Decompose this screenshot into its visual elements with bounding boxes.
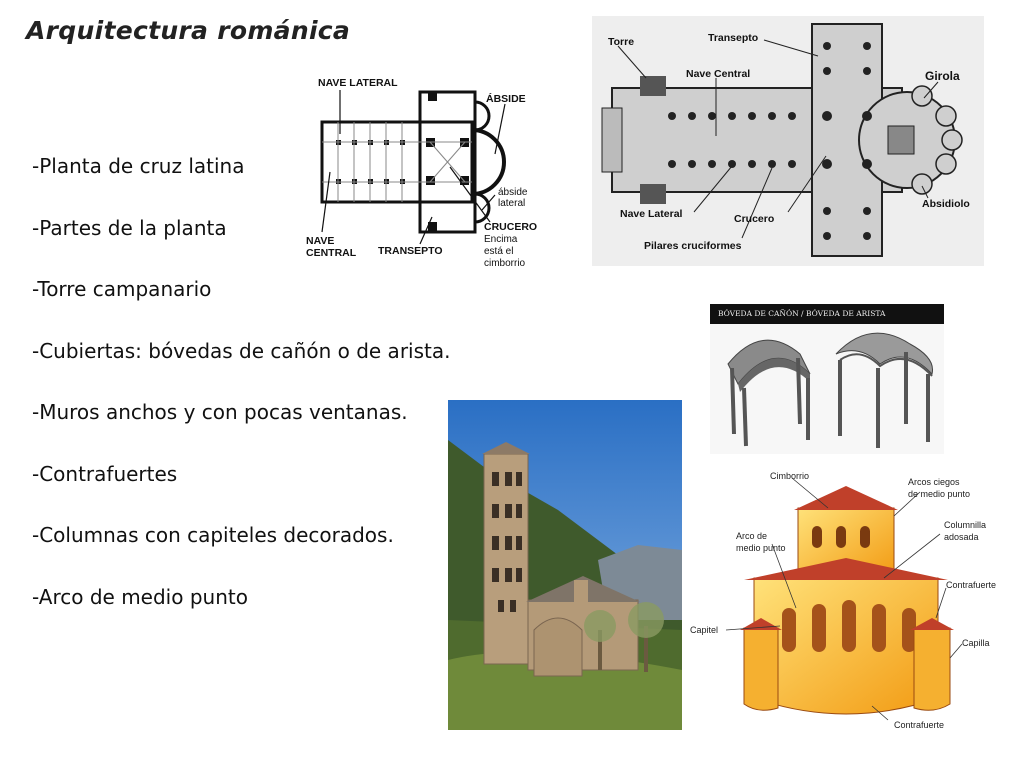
bullet-item: -Torre campanario [32, 277, 212, 301]
label-arco: Arco de [736, 531, 767, 541]
bullet-item: -Cubiertas: bóvedas de cañón o de arista… [32, 338, 451, 363]
label-arcos-ciegos: Arcos ciegos [908, 477, 960, 487]
label-contrafuerte-2: Contrafuerte [894, 720, 944, 730]
large-floor-plan: Torre Transepto Nave Central Girola Nave… [592, 16, 984, 266]
label-abside-lateral-2: lateral [498, 198, 525, 209]
vaults-header: BÓVEDA DE CAÑÓN / BÓVEDA DE ARISTA [710, 304, 944, 324]
label-girola: Girola [925, 69, 960, 83]
slide-title: Arquitectura románica [26, 16, 351, 45]
apse-illustration: Cimborrio Arcos ciegos de medio punto Ar… [690, 471, 996, 730]
label-nave-central: NAVE [306, 235, 334, 247]
label-nave-central: Nave Central [686, 68, 750, 80]
label-nave-central-2: CENTRAL [306, 247, 357, 259]
label-absidiolo: Absidiolo [922, 198, 970, 210]
label-abside: ÁBSIDE [486, 92, 526, 105]
label-transepto: TRANSEPTO [378, 245, 443, 257]
label-crucero-3: está el [484, 246, 513, 257]
label-contrafuerte: Contrafuerte [946, 580, 996, 590]
label-crucero-4: cimborrio [484, 258, 526, 269]
bullet-item: -Muros anchos y con pocas ventanas. [32, 400, 408, 424]
romanesque-church-photo [448, 400, 682, 730]
label-columnilla: Columnilla [944, 520, 986, 530]
label-capitel: Capitel [690, 625, 718, 635]
label-crucero: Crucero [734, 213, 774, 225]
bullet-item: -Partes de la planta [32, 215, 227, 240]
bullet-list: -Planta de cruz latina -Partes de la pla… [32, 150, 450, 642]
bullet-item: -Columnas con capiteles decorados. [32, 523, 394, 547]
label-crucero: CRUCERO [484, 221, 537, 233]
label-arcos-ciegos-2: de medio punto [908, 489, 970, 499]
label-cimborrio: Cimborrio [770, 471, 809, 481]
label-nave-lateral: Nave Lateral [620, 208, 683, 220]
bullet-item: -Arco de medio punto [32, 584, 248, 609]
label-transepto: Transepto [708, 32, 758, 44]
label-pilares: Pilares cruciformes [644, 240, 742, 252]
label-arco-2: medio punto [736, 543, 786, 553]
bullet-item: -Contrafuertes [32, 461, 178, 486]
label-nave-lateral: NAVE LATERAL [318, 77, 398, 89]
label-columnilla-2: adosada [944, 532, 979, 542]
label-abside-lateral: ábside [498, 187, 528, 198]
vaults-illustration [710, 324, 944, 454]
label-torre: Torre [608, 36, 634, 48]
bullet-item: -Planta de cruz latina [32, 154, 245, 178]
label-crucero-2: Encima [484, 234, 518, 245]
small-floor-plan: NAVE LATERAL ÁBSIDE ábside lateral CRUCE… [306, 77, 537, 269]
label-capilla: Capilla [962, 638, 990, 648]
